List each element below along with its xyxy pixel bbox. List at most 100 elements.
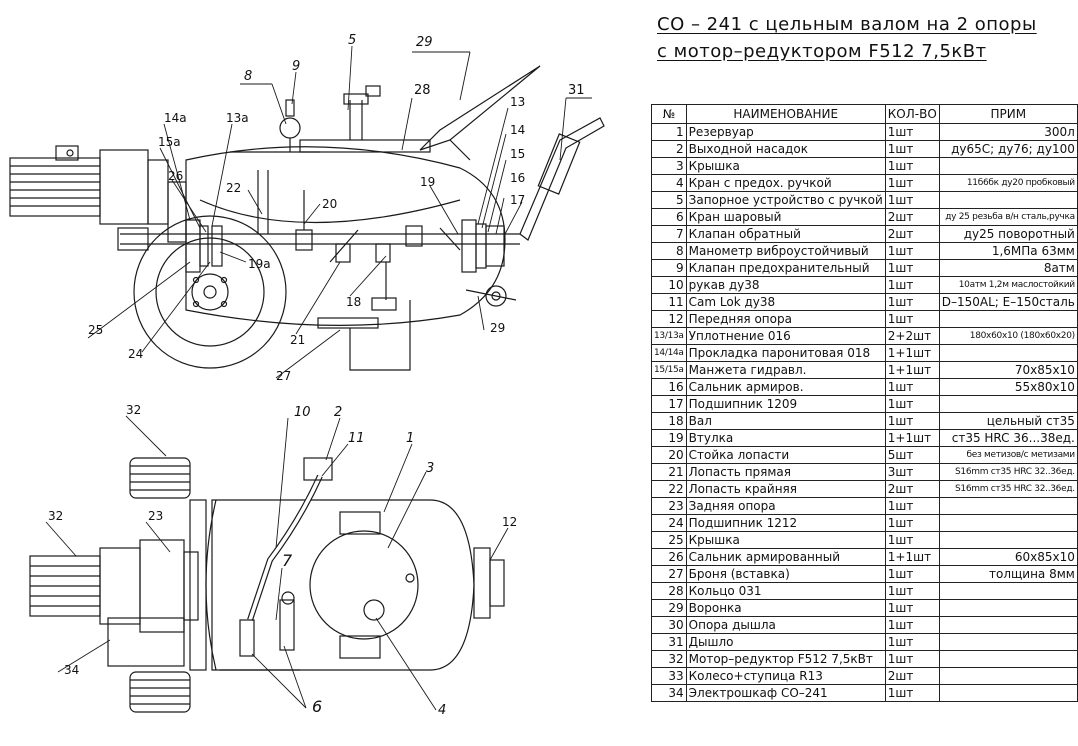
cell-number: 4: [651, 174, 687, 192]
label-3: 3: [426, 461, 434, 476]
cell-quantity: 1шт: [884, 293, 940, 311]
cell-number: 14/14а: [651, 344, 687, 362]
cell-number: 11: [651, 293, 687, 311]
cell-quantity: 1шт: [884, 140, 940, 158]
cell-quantity: 1шт: [884, 684, 940, 702]
cell-name: Запорное устройство с ручкой: [685, 191, 886, 209]
cell-name: Воронка: [685, 599, 886, 617]
cell-note: 10атм 1,2м маслостойкий: [938, 276, 1078, 294]
header-note: ПРИМ: [938, 104, 1078, 124]
cell-name: Втулка: [685, 429, 886, 447]
cell-name: Передняя опора: [685, 310, 886, 328]
cell-number: 7: [651, 225, 687, 243]
cell-quantity: 1шт: [884, 276, 940, 294]
label-28: 28: [414, 83, 431, 98]
cell-quantity: 3шт: [884, 463, 940, 481]
cell-note: ду 25 резьба в/н сталь,ручка: [938, 208, 1078, 226]
cell-name: рукав ду38: [685, 276, 886, 294]
cell-note: [938, 310, 1078, 328]
cell-note: [938, 497, 1078, 515]
cell-quantity: 1шт: [884, 157, 940, 175]
cell-note: [938, 633, 1078, 651]
cell-note: 55х80х10: [938, 378, 1078, 396]
label-15: 15: [510, 147, 525, 161]
label-20: 20: [322, 197, 337, 211]
cell-quantity: 1шт: [884, 531, 940, 549]
cell-number: 27: [651, 565, 687, 583]
cell-number: 30: [651, 616, 687, 634]
cell-name: Лопасть крайняя: [685, 480, 886, 498]
cell-number: 20: [651, 446, 687, 464]
label-12: 12: [502, 515, 517, 529]
cell-number: 29: [651, 599, 687, 617]
cell-note: 1,6МПа 63мм: [938, 242, 1078, 260]
cell-note: ду65С; ду76; ду100: [938, 140, 1078, 158]
cell-name: Выходной насадок: [685, 140, 886, 158]
cell-name: Сальник армиров.: [685, 378, 886, 396]
cell-quantity: 1шт: [884, 633, 940, 651]
label-31: 31: [568, 83, 585, 98]
cell-name: Лопасть прямая: [685, 463, 886, 481]
label-13a: 13а: [226, 111, 249, 125]
cell-name: Кран шаровый: [685, 208, 886, 226]
cell-number: 25: [651, 531, 687, 549]
label-16: 16: [510, 171, 525, 185]
cell-quantity: 2шт: [884, 480, 940, 498]
header-name: НАИМЕНОВАНИЕ: [685, 104, 886, 124]
cell-number: 19: [651, 429, 687, 447]
cell-quantity: 1шт: [884, 191, 940, 209]
side-section-view: [9, 65, 605, 371]
cell-quantity: 1шт: [884, 310, 940, 328]
cell-note: [938, 395, 1078, 413]
cell-name: Манометр виброустойчивый: [685, 242, 886, 260]
label-2: 2: [334, 405, 342, 420]
cell-note: без метизов/с метизами: [938, 446, 1078, 464]
label-5: 5: [348, 33, 356, 48]
cell-name: Подшипник 1212: [685, 514, 886, 532]
label-18: 18: [346, 295, 361, 309]
label-32-bottom: 32: [48, 509, 63, 523]
cell-quantity: 1шт: [884, 565, 940, 583]
cell-number: 17: [651, 395, 687, 413]
cell-number: 31: [651, 633, 687, 651]
cell-number: 33: [651, 667, 687, 685]
cell-name: Крышка: [685, 157, 886, 175]
cell-name: Броня (вставка): [685, 565, 886, 583]
cell-name: Кран с предох. ручкой: [685, 174, 886, 192]
cell-number: 10: [651, 276, 687, 294]
cell-note: [938, 650, 1078, 668]
cell-number: 16: [651, 378, 687, 396]
label-7: 7: [282, 551, 293, 570]
drawing-title-line-2: с мотор–редуктором F512 7,5кВт: [657, 41, 987, 62]
cell-quantity: 2шт: [884, 208, 940, 226]
cell-quantity: 1+1шт: [884, 344, 940, 362]
cell-note: [938, 616, 1078, 634]
cell-quantity: 1шт: [884, 497, 940, 515]
cell-number: 1: [651, 123, 687, 141]
label-14a: 14а: [164, 111, 187, 125]
cell-quantity: 1шт: [884, 395, 940, 413]
cell-note: 70х85х10: [938, 361, 1078, 379]
label-22: 22: [226, 181, 241, 195]
cell-note: толщина 8мм: [938, 565, 1078, 583]
cell-number: 23: [651, 497, 687, 515]
label-19: 19: [420, 175, 435, 189]
cell-quantity: 1шт: [884, 616, 940, 634]
